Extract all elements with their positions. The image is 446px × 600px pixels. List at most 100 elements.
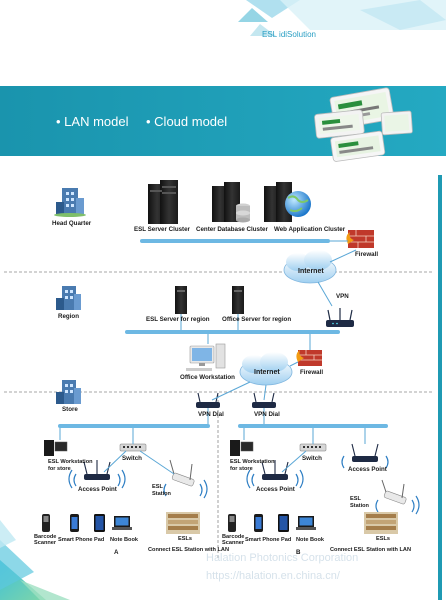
vpn-router-icon bbox=[326, 308, 354, 327]
store-b-access-point-right-icon bbox=[351, 443, 379, 462]
center-database-cluster-label: Center Database Cluster bbox=[196, 226, 268, 233]
region-office-server-icon bbox=[232, 286, 244, 314]
esl-server-cluster-icon bbox=[148, 180, 178, 224]
hq-label: Head Quarter bbox=[52, 220, 92, 227]
watermark-url: https://halation.en.china.cn/ bbox=[206, 570, 340, 582]
store-b-esls-label: ESLs bbox=[376, 536, 390, 542]
esl-server-cluster-label: ESL Server Cluster bbox=[134, 226, 190, 233]
office-workstation-icon bbox=[186, 343, 226, 371]
office-workstation-label: Office Workstation bbox=[180, 374, 235, 381]
vpn-dial-b-router-icon bbox=[252, 392, 276, 408]
store-b-barcode-label-2: Scanner bbox=[222, 540, 245, 546]
region-firewall-label: Firewall bbox=[300, 369, 324, 376]
hq-firewall-icon bbox=[346, 230, 374, 248]
region-office-server-label: Office Server for region bbox=[222, 316, 292, 323]
store-b-wifi-icon bbox=[246, 455, 420, 515]
internet-cloud-icon bbox=[283, 250, 337, 284]
firewall-internet-link bbox=[329, 249, 357, 263]
internet-label-top: Internet bbox=[298, 268, 324, 275]
right-accent-bar bbox=[438, 175, 442, 600]
store-b-workstation-label-2: for store bbox=[230, 466, 253, 472]
store-a-esls-label: ESLs bbox=[178, 536, 192, 542]
store-a-pad-label: Pad bbox=[94, 537, 105, 543]
esl-labels-picture bbox=[314, 87, 413, 162]
store-b-switch-label: Switch bbox=[302, 455, 322, 462]
store-b-switch-icon bbox=[299, 443, 327, 452]
store-a-letter: A bbox=[114, 549, 119, 556]
store-b-note-book-icon bbox=[296, 516, 316, 530]
store-a-barcode-label-1: Barcode bbox=[34, 534, 57, 540]
store-a-note-book-icon bbox=[112, 516, 132, 530]
region-esl-server-icon bbox=[175, 286, 187, 314]
store-a-switch-icon bbox=[119, 443, 147, 452]
internet-cloud-icon-2 bbox=[239, 352, 293, 386]
store-a-esl-station-label-1: ESL bbox=[152, 484, 163, 490]
region-lan-bar bbox=[125, 330, 340, 334]
store-b-esl-station-label-1: ESL bbox=[350, 496, 361, 502]
center-database-cluster-icon bbox=[212, 182, 250, 223]
store-a-esls-icon bbox=[166, 512, 200, 534]
store-b-barcode-scanner-icon bbox=[228, 514, 236, 532]
brand-logo-text: ESL idiSolution bbox=[262, 30, 316, 39]
region-esl-server-label: ESL Server for region bbox=[146, 316, 210, 323]
hq-building-icon bbox=[54, 188, 86, 217]
store-a-barcode-scanner-icon bbox=[42, 514, 50, 532]
region-building-icon bbox=[56, 286, 81, 310]
store-b-pad-label: Pad bbox=[281, 537, 292, 543]
store-a-workstation-icon bbox=[44, 440, 68, 456]
internet-label-middle: Internet bbox=[254, 369, 280, 376]
store-a-esl-station-icon bbox=[169, 459, 195, 487]
switch-station-a-link bbox=[139, 450, 175, 475]
region-firewall-icon bbox=[296, 350, 322, 366]
store-a-workstation-label-1: ESL Workstation bbox=[48, 459, 93, 465]
hq-lan-bar bbox=[140, 239, 330, 243]
store-b-smart-phone-label: Smart Phone bbox=[245, 537, 280, 543]
store-b-esl-station-icon bbox=[381, 479, 407, 505]
cloud-vpn-a-link bbox=[211, 381, 251, 401]
store-b-esl-station-label-2: Station bbox=[350, 503, 369, 509]
header-decoration bbox=[238, 0, 446, 36]
store-label: Store bbox=[62, 406, 78, 413]
store-a-workstation-label-2: for store bbox=[48, 466, 71, 472]
store-a-wifi-icon bbox=[68, 469, 208, 499]
switch-ap-b-link bbox=[281, 450, 307, 473]
vpn-dial-a-label: VPN Dial bbox=[198, 411, 224, 418]
store-a-note-book-label: Note Book bbox=[110, 537, 138, 543]
store-b-connect-label: Connect ESL Station with LAN bbox=[330, 547, 412, 553]
firewall-cloud-link bbox=[289, 361, 299, 367]
web-application-cluster-label: Web Application Cluster bbox=[274, 226, 346, 233]
store-b-access-point-right-label: Access Point bbox=[348, 466, 387, 473]
store-b-esls-icon bbox=[364, 512, 398, 534]
store-a-access-point-label: Access Point bbox=[78, 486, 117, 493]
store-a-pad-icon bbox=[94, 514, 105, 532]
store-b-note-book-label: Note Book bbox=[296, 537, 324, 543]
store-b-letter: B bbox=[296, 549, 301, 556]
store-b-workstation-label-1: ESL Workstation bbox=[230, 459, 275, 465]
store-a-barcode-label-2: Scanner bbox=[34, 540, 57, 546]
store-a-connect-label: Connect ESL Station with LAN bbox=[148, 547, 230, 553]
switch-ap-a-link bbox=[103, 450, 127, 473]
vpn-dial-b-label: VPN Dial bbox=[254, 411, 280, 418]
store-a-switch-label: Switch bbox=[122, 455, 142, 462]
store-b-access-point-left-icon bbox=[261, 460, 289, 480]
vpn-dial-a-router-icon bbox=[196, 392, 220, 408]
store-b-barcode-label-1: Barcode bbox=[222, 534, 245, 540]
store-b-lan-bar bbox=[238, 424, 388, 428]
banner-item-lan: • LAN model bbox=[56, 114, 129, 129]
store-b-smart-phone-icon bbox=[254, 514, 263, 532]
store-b-access-point-left-label: Access Point bbox=[256, 486, 295, 493]
store-b-pad-icon bbox=[278, 514, 289, 532]
banner-item-lan-label: LAN model bbox=[64, 114, 129, 129]
region-label: Region bbox=[58, 313, 79, 320]
store-building-icon bbox=[56, 380, 81, 404]
cloud-vpn-b-link bbox=[263, 384, 267, 401]
store-b-workstation-icon bbox=[230, 440, 254, 456]
store-a-lan-bar bbox=[58, 424, 210, 428]
web-application-cluster-icon bbox=[264, 182, 311, 222]
internet-vpn-link bbox=[317, 281, 333, 307]
vpn-label: VPN bbox=[336, 293, 349, 300]
store-a-access-point-icon bbox=[83, 460, 111, 480]
watermark-company: Halation Photonics Corporation bbox=[206, 552, 359, 564]
store-a-smart-phone-label: Smart Phone bbox=[58, 537, 93, 543]
